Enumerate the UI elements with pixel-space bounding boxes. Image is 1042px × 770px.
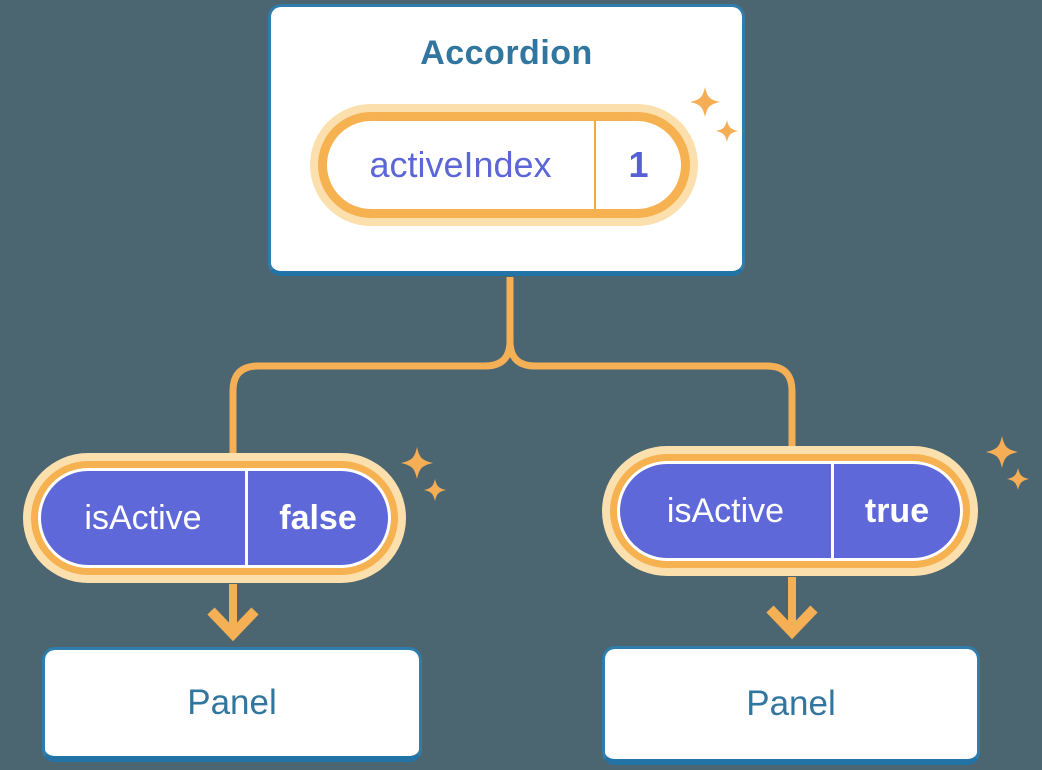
state-pill-divider bbox=[594, 121, 596, 209]
arrow-left-head bbox=[207, 607, 259, 642]
panel-card-left: Panel bbox=[42, 647, 422, 762]
sparkle-icon bbox=[401, 447, 446, 501]
accordion-title: Accordion bbox=[420, 34, 593, 72]
prop-pill-label: isActive bbox=[84, 498, 202, 537]
prop-pill-divider bbox=[831, 464, 834, 558]
accordion-card: Accordion activeIndex 1 bbox=[268, 4, 745, 276]
state-pill-label: activeIndex bbox=[369, 144, 552, 185]
state-pill-value: 1 bbox=[628, 144, 649, 185]
branch-left-line bbox=[229, 277, 514, 458]
arrow-right-head bbox=[766, 605, 818, 640]
branch-right-line bbox=[506, 277, 796, 450]
is-active-pill-true: isActive true bbox=[602, 446, 978, 576]
panel-card-right: Panel bbox=[602, 646, 980, 765]
sparkle-icon bbox=[690, 87, 738, 142]
prop-pill-label: isActive bbox=[666, 491, 785, 530]
prop-pill-value: false bbox=[279, 498, 357, 537]
active-index-pill: activeIndex 1 bbox=[310, 104, 698, 226]
prop-pill-value: true bbox=[864, 491, 930, 530]
is-active-pill-false: isActive false bbox=[23, 453, 406, 583]
prop-pill-divider bbox=[245, 471, 248, 565]
sparkle-icon bbox=[986, 436, 1029, 490]
panel-title: Panel bbox=[746, 684, 836, 723]
panel-title: Panel bbox=[187, 683, 277, 722]
